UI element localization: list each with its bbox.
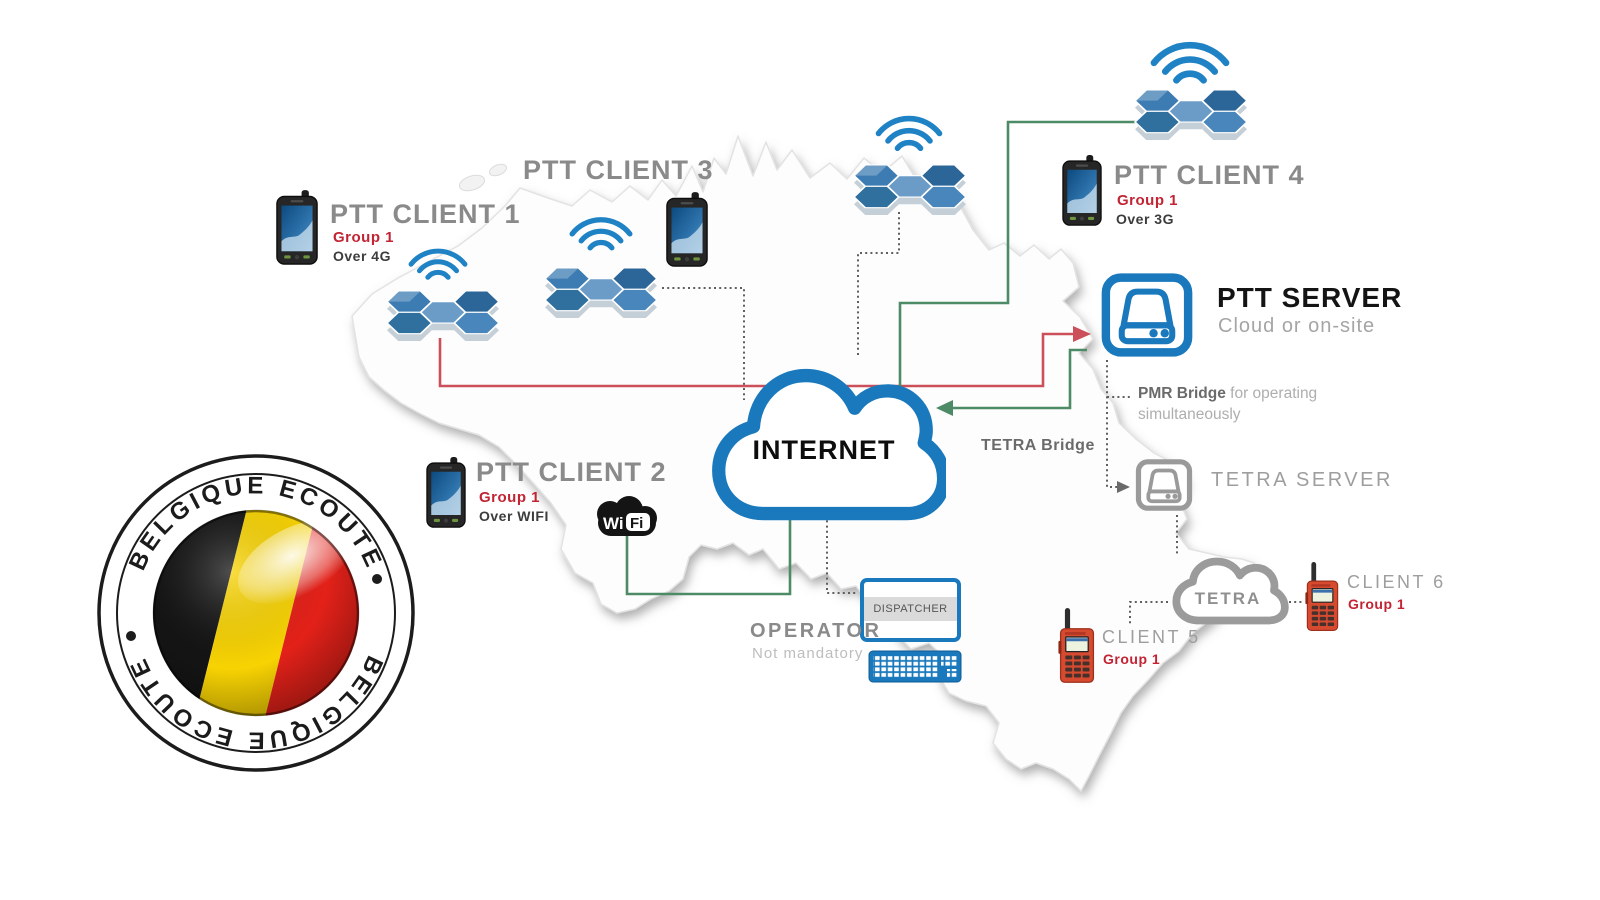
ptt-client1-group: Group 1 bbox=[333, 229, 395, 246]
cell-site-icon bbox=[385, 289, 501, 345]
dotted-link-tetracloud-to-client5 bbox=[1129, 601, 1168, 625]
badge-dot-right bbox=[372, 574, 382, 584]
tetra-cloud bbox=[1172, 557, 1289, 625]
client5-title: CLIENT 5 bbox=[1102, 627, 1201, 647]
signal-arcs-icon bbox=[1139, 28, 1241, 93]
green-link-wifi-to-internet bbox=[625, 508, 792, 596]
ptt-server-title: PTT SERVER bbox=[1217, 282, 1403, 313]
smartphone-icon bbox=[426, 457, 466, 528]
badge-dot-left bbox=[126, 631, 136, 641]
ptt-client1-title: PTT CLIENT 1 bbox=[330, 199, 521, 229]
ptt-client2-title: PTT CLIENT 2 bbox=[476, 457, 667, 487]
green-link-server-to-internet bbox=[953, 348, 1087, 410]
operator-title: OPERATOR bbox=[750, 620, 882, 642]
red-link-client1-to-server bbox=[438, 332, 1073, 388]
svg-text:Fi: Fi bbox=[630, 515, 643, 532]
dotted-link-internet-to-dispatcher bbox=[826, 510, 858, 594]
ptt-client4-title: PTT CLIENT 4 bbox=[1114, 160, 1305, 190]
badge-inner-ring bbox=[116, 473, 396, 753]
smartphone-icon bbox=[276, 190, 318, 265]
tetra-radio-icon bbox=[1305, 562, 1340, 632]
wifi-logo: Wi Fi bbox=[597, 496, 657, 536]
dispatcher-monitor: DISPATCHER bbox=[860, 578, 961, 642]
tetra-server-icon bbox=[1135, 458, 1193, 512]
ptt-server-icon bbox=[1100, 272, 1194, 358]
green-arrowhead bbox=[936, 400, 953, 416]
keyboard-icon bbox=[868, 650, 962, 683]
tetra-server-title: TETRA SERVER bbox=[1211, 469, 1393, 491]
red-arrowhead bbox=[1073, 326, 1091, 342]
internet-cloud bbox=[712, 368, 946, 521]
smartphone-icon bbox=[1062, 155, 1102, 226]
svg-text:Wi: Wi bbox=[603, 514, 624, 533]
signal-arcs-icon bbox=[400, 238, 476, 287]
signal-arcs-icon bbox=[866, 104, 952, 159]
ptt-server-subtitle: Cloud or on-site bbox=[1218, 315, 1376, 337]
client6-group: Group 1 bbox=[1348, 596, 1406, 612]
cell-site-icon bbox=[1133, 88, 1249, 144]
green-link-client4-to-internet bbox=[898, 120, 1137, 434]
dotted-link-pttserver-to-tetraserver bbox=[1106, 360, 1117, 488]
ptt-client2-network: Over WIFI bbox=[479, 508, 549, 524]
pmr-bridge-note: PMR Bridge for operating bbox=[1138, 385, 1318, 402]
cell-site-icon bbox=[852, 163, 968, 219]
ptt-client4-group: Group 1 bbox=[1117, 192, 1179, 209]
internet-label: INTERNET bbox=[752, 435, 896, 465]
tetra-cloud-label: TETRA bbox=[1194, 589, 1262, 608]
tetra-bridge-label: TETRA Bridge bbox=[981, 437, 1095, 454]
signal-arcs-icon bbox=[560, 206, 642, 258]
ptt-client4-network: Over 3G bbox=[1116, 211, 1174, 227]
client6-title: CLIENT 6 bbox=[1347, 572, 1446, 592]
operator-subtitle: Not mandatory bbox=[752, 645, 864, 662]
cell-site-icon bbox=[543, 266, 659, 322]
tetra-radio-icon bbox=[1058, 608, 1096, 684]
belgique-ecoute-badge: BELGIQUE ECOUTE BELGIQUE ECOUTE bbox=[97, 454, 415, 772]
dispatcher-label: DISPATCHER bbox=[864, 597, 957, 621]
dotted-link-tower2-to-internet bbox=[662, 287, 745, 400]
dotted-arrowhead bbox=[1117, 481, 1130, 493]
ptt-client2-group: Group 1 bbox=[479, 489, 541, 506]
client5-group: Group 1 bbox=[1103, 651, 1161, 667]
smartphone-icon bbox=[666, 192, 708, 267]
pmr-bridge-note-line2: simultaneously bbox=[1138, 406, 1241, 423]
ptt-client1-network: Over 4G bbox=[333, 248, 391, 264]
ptt-client3-title: PTT CLIENT 3 bbox=[523, 155, 714, 185]
